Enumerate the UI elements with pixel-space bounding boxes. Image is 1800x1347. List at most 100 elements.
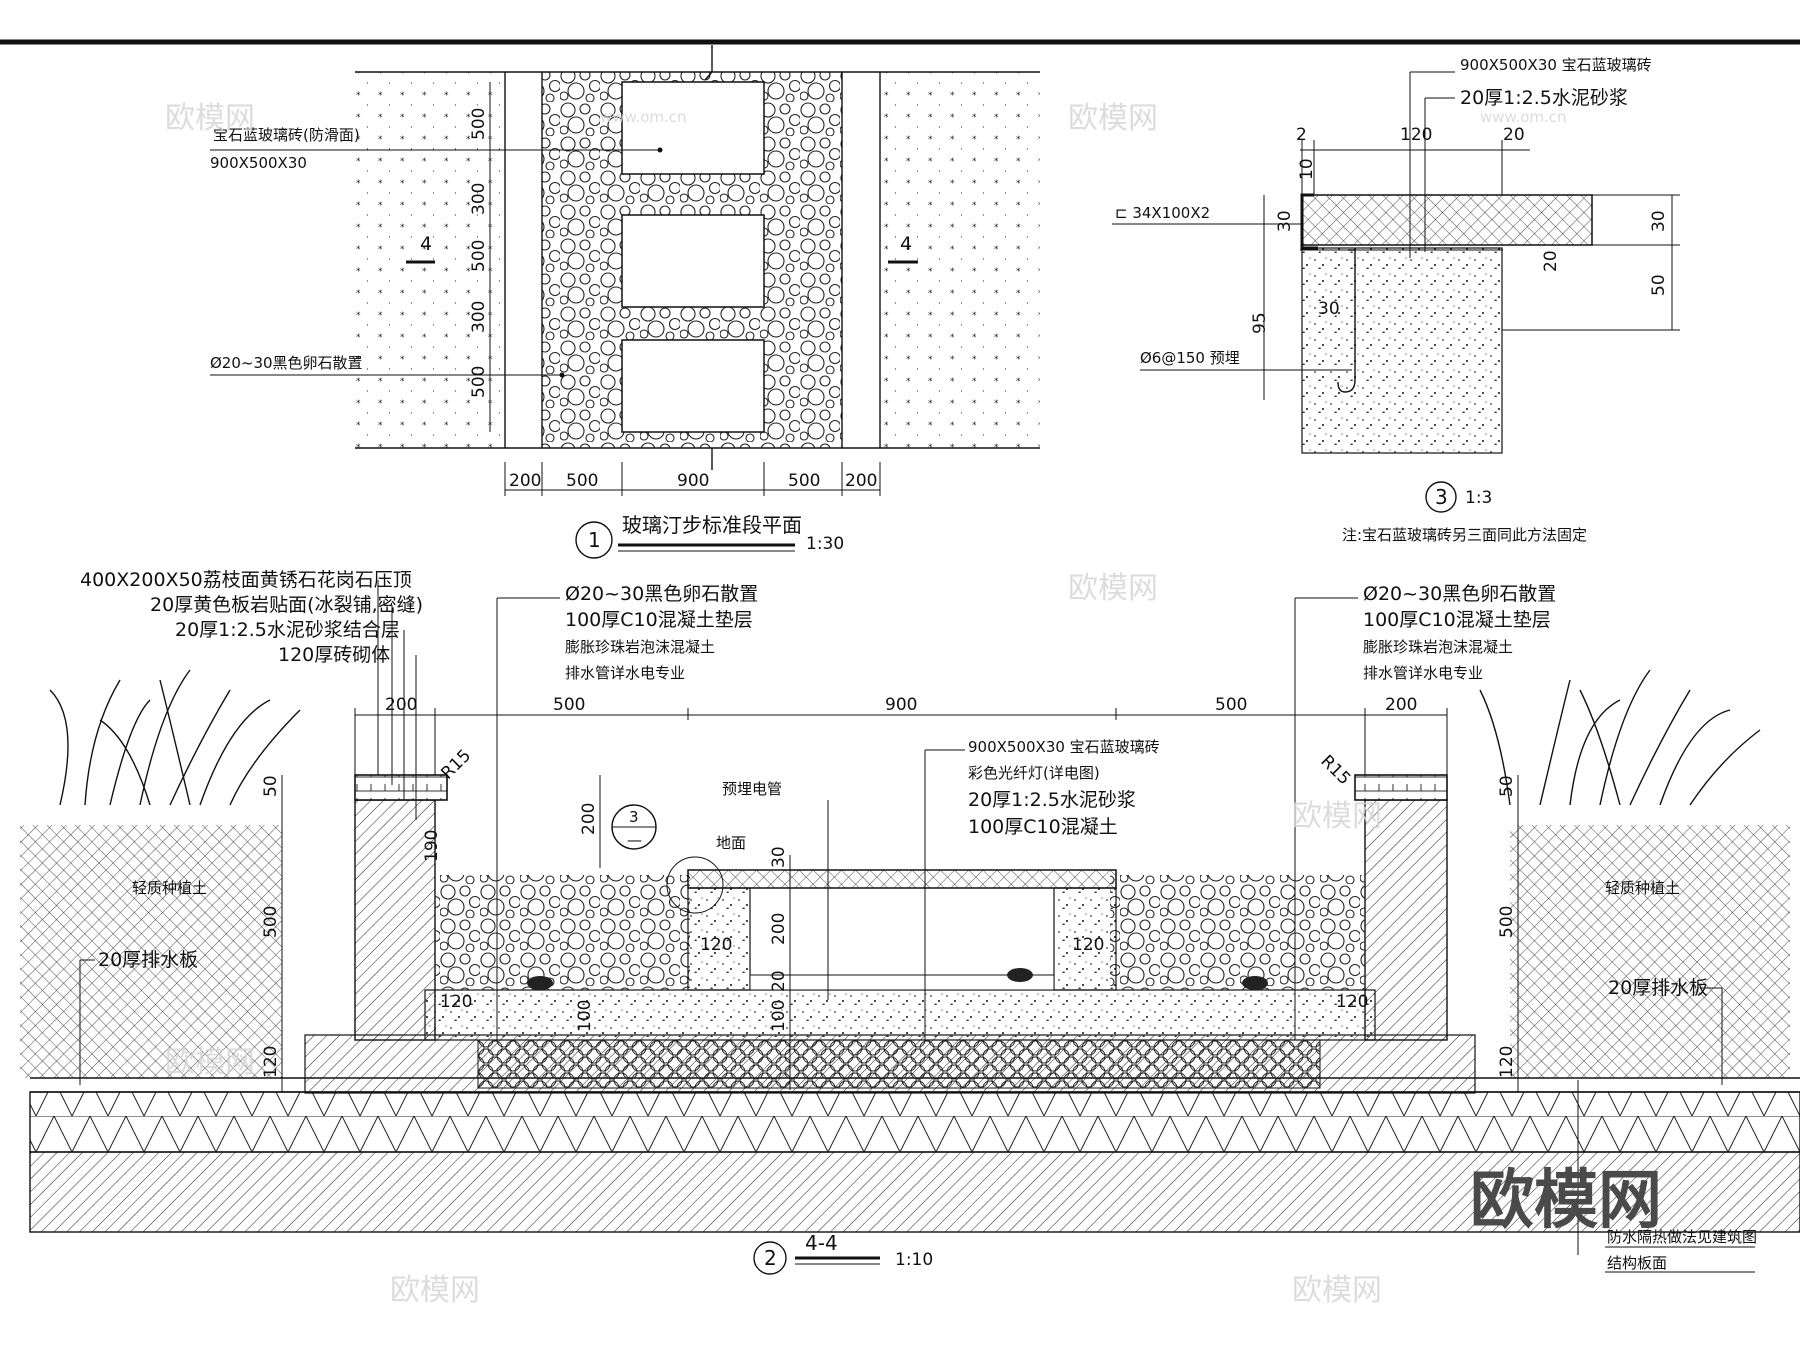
plan-section-mark-left: 4 [420,233,432,255]
section-mid-right-label-1: Ø20~30黑色卵石散置 [1363,583,1556,605]
section-label-soil-right: 轻质种植土 [1605,879,1680,897]
section-mid-left-label-4: 排水管详水电专业 [565,664,685,682]
svg-text:200: 200 [579,803,599,835]
svg-text:190: 190 [422,830,442,862]
section-soil-left [20,825,282,1078]
svg-text:200: 200 [385,695,417,715]
plan-view: 4 4 宝石蓝玻璃砖(防滑面) 900X500X30 Ø20~30黑色卵石散置 … [210,45,1040,559]
detail3-number: 3 [1435,485,1448,509]
section-center-label-1: 900X500X30 宝石蓝玻璃砖 [968,738,1160,756]
section-label-ground: 地面 [716,834,746,852]
watermark-brand: 欧模网 [1292,799,1382,834]
svg-text:500: 500 [1215,695,1247,715]
plan-tile-1 [621,81,765,175]
svg-text:500: 500 [566,471,598,491]
plan-dims-horizontal: 200 500 900 500 200 [504,462,881,496]
svg-text:120: 120 [1336,992,1368,1012]
detail3-dims: 2 120 20 10 30 30 20 50 95 30 [1250,125,1680,400]
plan-section-mark-right: 4 [900,233,912,255]
svg-text:120: 120 [1072,935,1104,955]
svg-text:120: 120 [440,992,472,1012]
plant-left-icon [49,669,301,806]
svg-text:20: 20 [769,970,789,992]
section-left-label-4: 120厚砖砌体 [278,644,390,666]
section-center-label-2: 彩色光纤灯(详电图) [968,764,1100,782]
svg-text:20: 20 [1503,125,1525,145]
detail3-label-angle: ⊏ 34X100X2 [1115,204,1210,222]
svg-text:900: 900 [677,471,709,491]
section-mid-right-label-2: 100厚C10混凝土垫层 [1363,609,1551,631]
plan-soil-left [355,72,505,448]
svg-text:10: 10 [1297,158,1317,180]
section-mid-left-label-1: Ø20~30黑色卵石散置 [565,583,758,605]
svg-text:20: 20 [1541,250,1561,272]
svg-text:500: 500 [553,695,585,715]
svg-text:50: 50 [261,775,281,797]
section-mid-left-label-3: 膨胀珍珠岩泡沫混凝土 [565,638,715,656]
section-layer-triangles [29,1091,1800,1153]
section-mid-left-label-2: 100厚C10混凝土垫层 [565,609,753,631]
section-4-4: 400X200X50荔枝面黄锈石花岗石压顶 20厚黄色板岩贴面(冰裂铺,密缝) … [20,569,1800,1275]
section-title-number: 2 [764,1246,777,1270]
section-label-slab: 结构板面 [1607,1254,1667,1272]
section-glass-tile [687,869,1117,889]
watermark-brand: 欧模网 [1068,571,1158,606]
section-scale: 1:10 [895,1250,933,1270]
section-wall-right [1364,799,1448,1041]
section-left-label-2: 20厚黄色板岩贴面(冰裂铺,密缝) [150,594,423,616]
section-dims-top: 200 500 900 500 200 [354,695,1448,775]
svg-text:900: 900 [885,695,917,715]
watermark-brand-large: 欧模网 [1470,1164,1662,1238]
watermark-brand: 欧模网 [1292,1273,1382,1308]
section-dims-misc: 50 190 500 120 200 30 200 20 100 100 120… [261,775,1519,1092]
svg-text:30: 30 [1275,210,1295,232]
svg-text:50: 50 [1649,274,1669,296]
section-support-left [687,887,751,991]
plant-right-icon [1479,669,1761,806]
svg-text:500: 500 [469,240,489,272]
plan-scale: 1:30 [806,534,844,554]
section-mid-right-label-4: 排水管详水电专业 [1363,664,1483,682]
svg-text:50: 50 [1497,775,1517,797]
svg-text:500: 500 [469,366,489,398]
section-light-bed [749,974,1055,991]
svg-text:300: 300 [469,183,489,215]
section-cap-right [1354,774,1448,801]
plan-title: 玻璃汀步标准段平面 [622,513,802,537]
section-radius-right: R15 [1316,751,1354,789]
section-pebbles-left [435,875,690,990]
section-left-label-1: 400X200X50荔枝面黄锈石花岗石压顶 [80,569,412,591]
section-layer-slab [29,1151,1800,1233]
plan-label-tile-size: 900X500X30 [210,154,307,172]
svg-text:200: 200 [769,913,789,945]
fiber-light-2-icon [1007,968,1033,982]
fiber-light-3-icon [1242,976,1268,990]
svg-text:120: 120 [261,1046,281,1078]
detail3-label-tile: 900X500X30 宝石蓝玻璃砖 [1460,56,1652,74]
plan-dims-vertical: 500 300 500 300 500 [469,82,491,432]
section-pebbles-right [1110,875,1365,990]
svg-text:100: 100 [769,1000,789,1032]
section-title: 4-4 [805,1231,838,1255]
fiber-light-1-icon [527,976,553,990]
svg-text:500: 500 [1497,906,1517,938]
detail-3: 900X500X30 宝石蓝玻璃砖 20厚1:2.5水泥砂浆 ⊏ 34X100X… [1112,56,1680,544]
watermark-brand: 欧模网 [390,1273,480,1308]
watermark-brand: 欧模网 [165,1045,255,1080]
section-detail-ref-top: 3 [629,808,639,826]
section-foam-concrete [477,1039,1321,1089]
svg-text:100: 100 [575,1000,595,1032]
svg-text:500: 500 [261,906,281,938]
section-label-drain-right: 20厚排水板 [1608,977,1708,999]
detail3-tile [1301,194,1593,246]
section-detail-ref-bottom: — [627,831,642,849]
detail3-label-mortar: 20厚1:2.5水泥砂浆 [1460,87,1628,109]
section-left-label-3: 20厚1:2.5水泥砂浆结合层 [175,619,400,641]
plan-label-pebble: Ø20~30黑色卵石散置 [210,354,363,372]
svg-text:120: 120 [1497,1046,1517,1078]
detail3-concrete [1301,247,1503,454]
watermark-brand: 欧模网 [1068,101,1158,136]
plan-tile-3 [621,339,765,433]
watermark-brand: 欧模网 [165,101,255,136]
